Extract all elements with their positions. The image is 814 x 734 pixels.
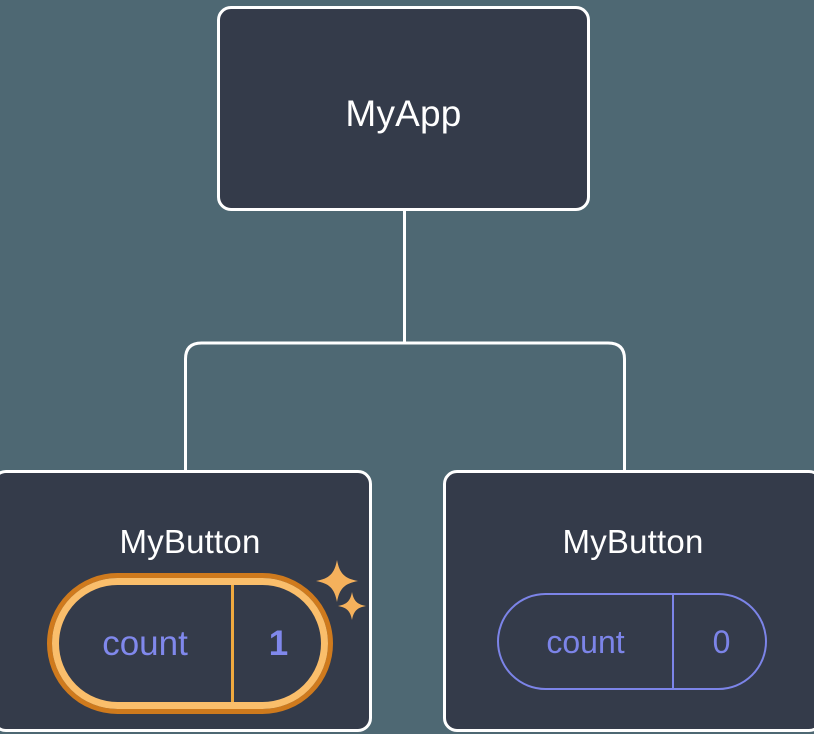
connector-branch: [184, 341, 626, 470]
node-myapp-title: MyApp: [345, 93, 462, 134]
state-pill-count-plain[interactable]: count 0: [497, 593, 767, 690]
state-pill-value-left: 1: [231, 585, 323, 702]
state-pill-value-right: 0: [672, 595, 769, 688]
node-mybutton-left[interactable]: MyButton count 1: [0, 470, 372, 732]
state-pill-inner-ring: count 1: [52, 578, 328, 709]
state-pill-count-highlighted[interactable]: count 1: [47, 573, 333, 714]
state-pill-key-left: count: [102, 624, 188, 663]
node-mybutton-left-title: MyButton: [119, 523, 261, 560]
node-myapp[interactable]: MyApp: [217, 6, 590, 211]
node-mybutton-right[interactable]: MyButton count 0: [443, 470, 814, 732]
state-pill-key-right: count: [546, 623, 625, 660]
node-mybutton-right-title: MyButton: [562, 523, 704, 560]
